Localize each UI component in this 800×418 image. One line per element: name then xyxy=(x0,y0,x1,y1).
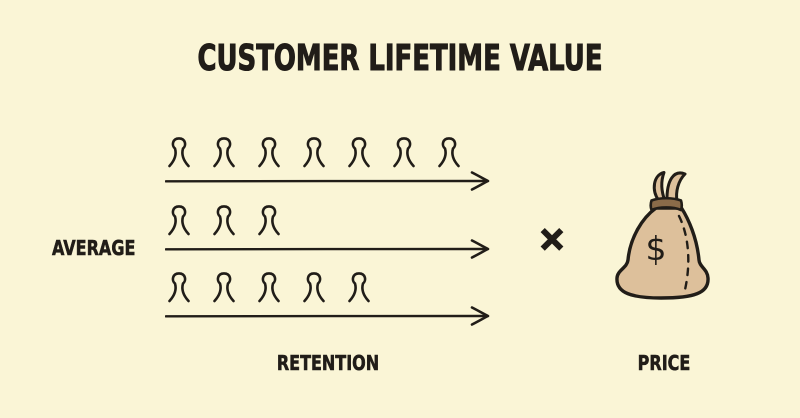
person-icon xyxy=(213,205,235,236)
money-bag-icon: $ xyxy=(615,171,710,300)
person-icon xyxy=(168,205,190,236)
average-label: AVERAGE xyxy=(52,236,136,261)
person-icon xyxy=(168,272,190,303)
person-icon xyxy=(213,272,235,303)
person-icon xyxy=(348,137,370,168)
retention-label: RETENTION xyxy=(276,351,380,376)
retention-row xyxy=(165,268,491,326)
person-icon xyxy=(393,137,415,168)
arrow-right-icon xyxy=(165,306,490,326)
person-icon xyxy=(258,205,280,236)
people-group xyxy=(166,268,372,303)
person-icon xyxy=(168,137,190,168)
arrow-right-icon xyxy=(165,239,490,259)
person-icon xyxy=(303,272,325,303)
price-label: PRICE xyxy=(637,351,691,376)
retention-row xyxy=(165,201,491,259)
people-group xyxy=(166,133,462,168)
person-icon xyxy=(348,272,370,303)
arrow-right-icon xyxy=(165,171,490,191)
people-group xyxy=(166,201,282,236)
person-icon xyxy=(258,137,280,168)
retention-row xyxy=(165,133,491,191)
page-title: CUSTOMER LIFETIME VALUE xyxy=(197,37,603,79)
person-icon xyxy=(258,272,280,303)
person-icon xyxy=(438,137,460,168)
dollar-sign: $ xyxy=(646,229,667,268)
multiply-symbol: × xyxy=(537,219,568,259)
person-icon xyxy=(303,137,325,168)
person-icon xyxy=(213,137,235,168)
